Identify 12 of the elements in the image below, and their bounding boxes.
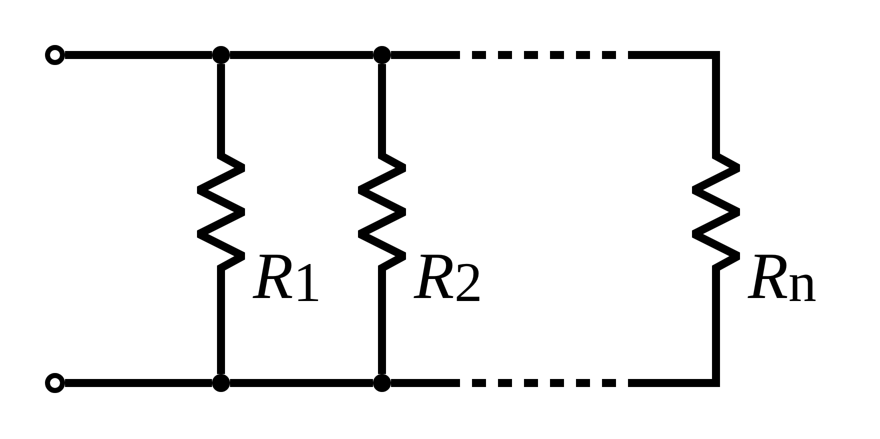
wire xyxy=(230,379,373,387)
wire xyxy=(65,51,212,59)
wire xyxy=(217,64,225,150)
wire xyxy=(217,285,225,374)
wire xyxy=(378,64,386,150)
wire xyxy=(65,379,212,387)
terminal xyxy=(45,45,65,65)
terminal xyxy=(45,373,65,393)
wire xyxy=(230,51,373,59)
wire xyxy=(391,51,720,150)
wire xyxy=(391,285,720,387)
wire xyxy=(378,285,386,374)
